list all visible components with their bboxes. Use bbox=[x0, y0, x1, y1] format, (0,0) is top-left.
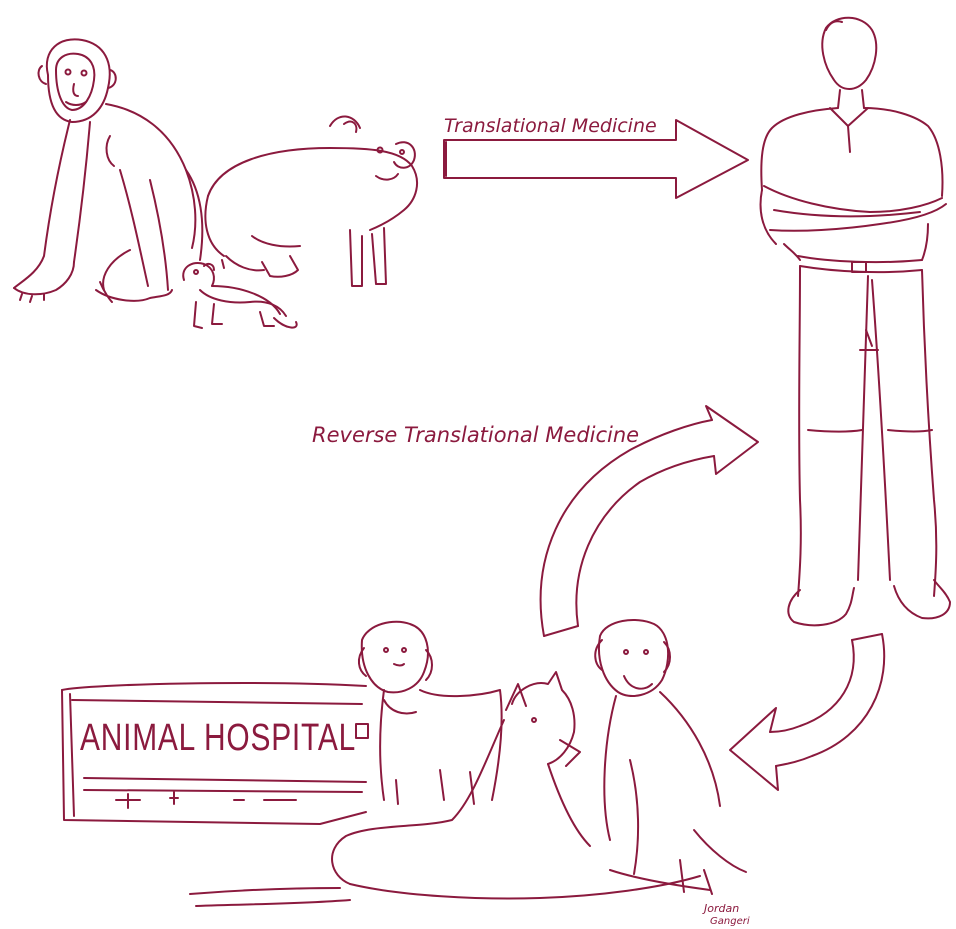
dog-group-icon bbox=[190, 620, 746, 906]
pig-icon bbox=[205, 116, 417, 286]
translational-label: Translational Medicine bbox=[444, 115, 657, 137]
mouse-icon bbox=[183, 263, 296, 328]
return-arrow bbox=[730, 634, 884, 790]
dog-left bbox=[362, 622, 428, 693]
dog-right bbox=[599, 620, 668, 696]
reverse-translational-label: Reverse Translational Medicine bbox=[312, 423, 639, 447]
human-figure-icon bbox=[761, 18, 950, 626]
signature-line-1: Jordan bbox=[702, 902, 739, 915]
hospital-sign-text: ANIMAL HOSPITAL bbox=[80, 717, 356, 759]
signature-line-2: Gangeri bbox=[710, 916, 750, 927]
dog-lying bbox=[512, 672, 575, 764]
artist-signature: Jordan Gangeri bbox=[702, 902, 750, 927]
monkey-icon bbox=[14, 39, 202, 302]
